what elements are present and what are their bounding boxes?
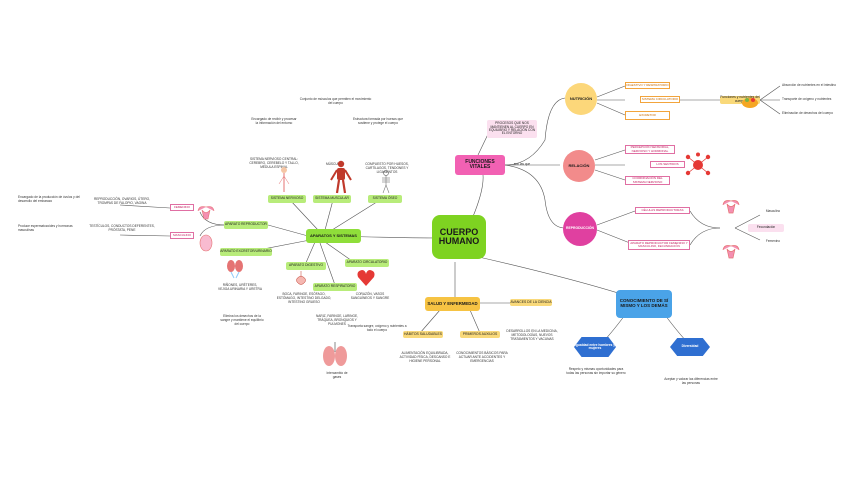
masculino-note: Produce espermatozoides y hormonas mascu… [18, 224, 73, 232]
excretor-desc: RIÑONES, URÉTERES, VEJIGA URINARIA Y URE… [218, 283, 262, 291]
circulatorio-note: Transporta sangre, oxígeno y nutrientes … [347, 324, 407, 332]
uterus-icon-top [722, 200, 740, 214]
relacion-item-2: LOS SENTIDOS [650, 161, 685, 168]
relacion-item-3: COORDINACIÓN DEL SISTEMA NERVIOSO [625, 176, 670, 185]
muscle-figure-icon [330, 160, 352, 194]
digestivo-desc: BOCA, FARINGE, ESÓFAGO, ESTÓMAGO, INTEST… [276, 292, 332, 304]
food-icon [742, 98, 758, 108]
femenino-desc: REPRODUCCIÓN, OVARIOS, ÚTERO, TROMPAS DE… [93, 197, 151, 205]
igualdad-node[interactable]: Igualdad entre hombres y mujeres [574, 337, 616, 357]
aparato-digestivo-node[interactable]: APARATO DIGESTIVO [286, 262, 326, 270]
primeros-auxilios-node[interactable]: PRIMEROS AUXILIOS [460, 331, 500, 338]
muscular-desc: Conjunto de músculos que permiten el mov… [299, 97, 372, 105]
sistema-nervioso-node[interactable]: SISTEMA NERVIOSO [268, 195, 306, 203]
reproduccion-right-3: Femenino [765, 239, 781, 243]
nervous-system-icon [278, 167, 290, 192]
reproduccion-right-1: Masculino [765, 209, 781, 213]
neuron-icon [685, 152, 711, 176]
habitos-saludables-node[interactable]: HÁBITOS SALUDABLES [403, 331, 443, 338]
reproduccion-right-2: Fecundación [748, 224, 784, 232]
reproduccion-circle[interactable]: REPRODUCCIÓN [563, 212, 597, 246]
uterus-icon-bottom [722, 245, 740, 259]
female-organ-icon [197, 206, 215, 220]
son-las-label: son las que [513, 162, 531, 166]
sistema-muscular-node[interactable]: SISTEMA MUSCULAR [313, 195, 351, 203]
igualdad-desc: Respeto y mismas oportunidades para toda… [566, 367, 626, 375]
relacion-circle[interactable]: RELACIÓN [563, 150, 595, 182]
avances-desc: DESARROLLOS EN LA MEDICINA, METODOLOGÍAS… [506, 329, 558, 341]
nutricion-item-2: SISTEMA CIRCULATORIO [640, 96, 680, 103]
funciones-vitales-node[interactable]: FUNCIONES VITALES [455, 155, 505, 175]
male-organ-icon [199, 234, 213, 252]
avances-ciencia-node[interactable]: AVANCES DE LA CIENCIA [510, 299, 552, 306]
kidney-icon [227, 260, 243, 279]
oseo-sub: COMPUESTO POR HUESOS, CARTÍLAGOS, TENDON… [365, 162, 409, 174]
masculino-desc: TESTÍCULOS, CONDUCTOS DEFERENTES, PRÓSTA… [89, 224, 155, 232]
aparato-respiratorio-node[interactable]: APARATO RESPIRATORIO [313, 283, 357, 291]
excretor-note: Elimina los desechos de la sangre y mant… [220, 314, 264, 326]
lungs-icon [323, 342, 347, 366]
nutricion-right-1: Absorción de nutrientes en el intestino [782, 83, 837, 87]
reproduccion-item-1: CÉLULAS REPRODUCTORAS [635, 207, 690, 214]
nutricion-item-1: DIGESTIVO Y RESPIRATORIO [625, 82, 670, 89]
aparato-excretor-node[interactable]: APARATO EXCRETOR/URINARIO [220, 248, 272, 256]
aparato-circulatorio-node[interactable]: APARATO CIRCULATORIO [345, 259, 389, 267]
nutricion-right-box: Funciones y nutrientes del cuerpo [720, 95, 760, 104]
relacion-item-1: PERCEPCIÓN SENSORIAL, NERVIOSO Y HORMONA… [625, 145, 675, 154]
center-node[interactable]: CUERPO HUMANO [432, 215, 486, 259]
habitos-desc: ALIMENTACIÓN EQUILIBRADA, ACTIVIDAD FÍSI… [399, 351, 451, 363]
conocimiento-node[interactable]: CONOCIMIENTO DE SÍ MISMO Y LOS DEMÁS [616, 290, 672, 318]
respiratorio-desc: NARIZ, FARINGE, LARINGE, TRÁQUEA, BRONQU… [316, 314, 358, 326]
nutricion-right-2: Transporte de oxígeno y nutrientes [782, 97, 832, 101]
femenino-node[interactable]: FEMENINO [170, 204, 194, 211]
diversidad-desc: Aceptar y valorar las diferencias entre … [664, 377, 718, 385]
femenino-note: Encargado de la producción de óvulos y d… [18, 195, 80, 203]
digestive-icon [296, 271, 306, 285]
nutricion-right-3: Eliminación de desechos del cuerpo [782, 111, 834, 115]
primeros-desc: CONOCIMIENTOS BÁSICOS PARA ACTUAR ANTE A… [456, 351, 508, 363]
skeleton-icon [382, 170, 390, 194]
funciones-desc: PROCESOS QUE NOS MANTIENEN AL CUERPO EN … [487, 120, 537, 138]
sistema-oseo-node[interactable]: SISTEMA ÓSEO [368, 195, 402, 203]
salud-enfermedad-node[interactable]: SALUD Y ENFERMEDAD [425, 297, 480, 311]
nutricion-circle[interactable]: NUTRICIÓN [565, 83, 597, 115]
nutricion-item-3: EXCRETOR [625, 111, 670, 120]
heart-icon [357, 270, 375, 286]
circulatorio-desc: CORAZÓN, VASOS SANGUÍNEOS Y SANGRE [350, 292, 390, 300]
respiratorio-note: Intercambio de gases [326, 371, 348, 379]
aparato-reproductor-node[interactable]: APARATO REPRODUCTOR [224, 221, 268, 229]
reproduccion-item-2: APARATO REPRODUCTOR FEMENINO Y MASCULINO… [628, 240, 690, 250]
diversidad-node[interactable]: Diversidad [670, 338, 710, 356]
aparatos-sistemas-node[interactable]: APARATOS Y SISTEMAS [306, 229, 361, 243]
nervioso-desc: Encargado de recibir y procesar la infor… [251, 117, 297, 125]
muscular-sub: MÚSCULOS [325, 162, 345, 166]
nervioso-sub: SISTEMA NERVIOSO CENTRAL: CEREBRO, CEREB… [249, 157, 299, 169]
oseo-desc: Estructura formada por huesos que sostie… [353, 117, 403, 125]
masculino-node[interactable]: MASCULINO [170, 232, 194, 239]
